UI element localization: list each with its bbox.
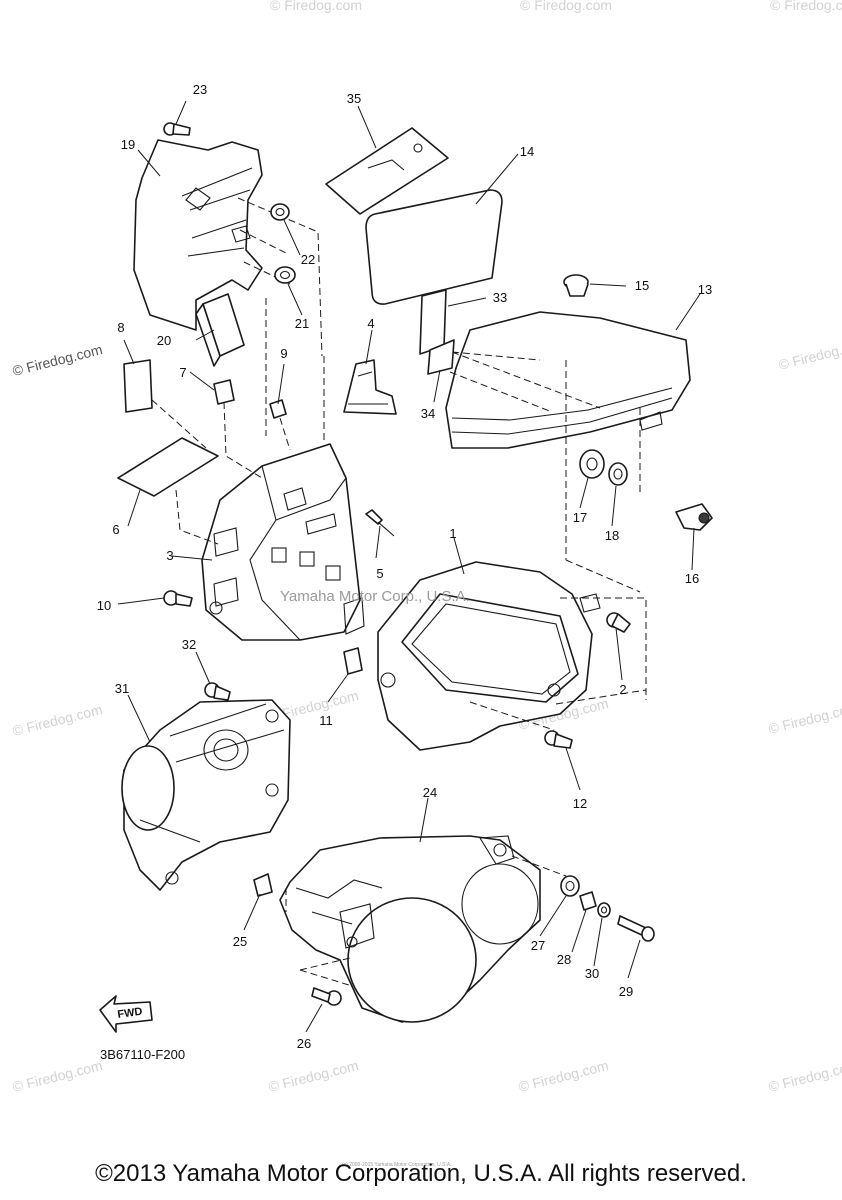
part-21-grommet xyxy=(274,266,296,284)
callout-34: 34 xyxy=(421,406,435,421)
callout-22: 22 xyxy=(301,252,315,267)
callout-4: 4 xyxy=(367,316,374,331)
callout-5: 5 xyxy=(376,566,383,581)
part-15-grommet xyxy=(563,274,589,297)
part-23-screw xyxy=(163,122,191,136)
watermark: © Firedog.com xyxy=(11,701,104,739)
part-30-washer xyxy=(597,902,611,918)
callout-35: 35 xyxy=(347,91,361,106)
callout-21: 21 xyxy=(295,316,309,331)
tiny-copyright: (c) 2000-2015 Yamaha Motor Corporation, … xyxy=(342,1162,452,1168)
callout-1: 1 xyxy=(449,526,456,541)
part-31-cover xyxy=(121,699,291,891)
callout-29: 29 xyxy=(619,984,633,999)
callout-30: 30 xyxy=(585,966,599,981)
part-6-plate xyxy=(117,437,219,497)
watermark: © Firedog.com xyxy=(777,335,842,373)
callout-15: 15 xyxy=(635,278,649,293)
callout-10: 10 xyxy=(97,598,111,613)
watermark: © Firedog.com xyxy=(11,1057,104,1095)
part-11-clip xyxy=(343,647,363,675)
callout-labels: 1 2 3 4 5 6 7 8 9 10 11 12 13 14 15 16 1… xyxy=(97,82,712,1051)
watermark: © Firedog.com xyxy=(267,1057,360,1095)
diagram-code: 3B67110-F200 xyxy=(100,1047,185,1062)
part-18-collar xyxy=(608,462,628,486)
center-watermark: Yamaha Motor Corp., U.S.A. xyxy=(280,588,470,605)
callout-28: 28 xyxy=(557,952,571,967)
callout-32: 32 xyxy=(182,637,196,652)
callout-6: 6 xyxy=(112,522,119,537)
part-12-bolt xyxy=(544,730,573,749)
watermark: © Firedog.com xyxy=(767,1057,842,1095)
part-24-cover xyxy=(279,835,567,1023)
copyright-footer: ©2013 Yamaha Motor Corporation, U.S.A. A… xyxy=(95,1160,747,1187)
part-32-bolt xyxy=(204,682,231,701)
callout-26: 26 xyxy=(297,1036,311,1051)
assembly-lines-upper-left xyxy=(151,298,325,545)
part-20-block xyxy=(195,293,245,367)
part-22-grommet xyxy=(270,203,290,221)
callout-12: 12 xyxy=(573,796,587,811)
part-1-cover xyxy=(377,561,647,751)
watermark: © Firedog.com xyxy=(520,0,612,13)
watermark: © Firedog.com xyxy=(517,1057,610,1095)
part-25-spacer xyxy=(253,873,273,897)
callout-9: 9 xyxy=(280,346,287,361)
part-16-lock xyxy=(675,503,713,531)
callout-8: 8 xyxy=(117,320,124,335)
callout-31: 31 xyxy=(115,681,129,696)
part-35-plate xyxy=(325,127,449,215)
part-2-bolt xyxy=(606,612,631,633)
part-29-bolt xyxy=(617,915,655,942)
callout-23: 23 xyxy=(193,82,207,97)
part-28-collar xyxy=(579,891,597,911)
callout-25: 25 xyxy=(233,934,247,949)
callout-7: 7 xyxy=(179,365,186,380)
part-14-side-panel xyxy=(365,189,503,305)
watermark: © Firedog.com xyxy=(767,699,842,737)
part-17-damper xyxy=(579,449,605,479)
callout-33: 33 xyxy=(493,290,507,305)
callout-2: 2 xyxy=(619,682,626,697)
callout-16: 16 xyxy=(685,571,699,586)
part-19-cover xyxy=(133,139,323,357)
part-34-pad xyxy=(427,339,455,375)
callout-27: 27 xyxy=(531,938,545,953)
watermark: © Firedog.com xyxy=(11,341,104,379)
part-7-clip xyxy=(213,379,235,405)
callout-19: 19 xyxy=(121,137,135,152)
callout-18: 18 xyxy=(605,528,619,543)
callout-24: 24 xyxy=(423,785,437,800)
part-4-bracket xyxy=(343,359,397,415)
part-13-side-cover xyxy=(429,311,691,593)
part-5-screw xyxy=(365,509,395,537)
part-3-bracket xyxy=(201,443,365,641)
part-10-bolt xyxy=(163,590,193,607)
fwd-arrow-icon: FWD xyxy=(99,995,153,1033)
callout-3: 3 xyxy=(166,548,173,563)
callout-20: 20 xyxy=(157,333,171,348)
fwd-label: FWD xyxy=(117,1006,144,1021)
callout-17: 17 xyxy=(573,510,587,525)
part-27-grommet xyxy=(560,875,580,897)
watermark: © Firedog.com xyxy=(770,0,842,13)
leader-lines xyxy=(117,100,701,1033)
part-8-pad xyxy=(123,359,153,413)
callout-13: 13 xyxy=(698,282,712,297)
part-26-bolt xyxy=(311,987,342,1006)
watermark: © Firedog.com xyxy=(270,0,362,13)
callout-14: 14 xyxy=(520,144,534,159)
callout-11: 11 xyxy=(319,713,333,728)
